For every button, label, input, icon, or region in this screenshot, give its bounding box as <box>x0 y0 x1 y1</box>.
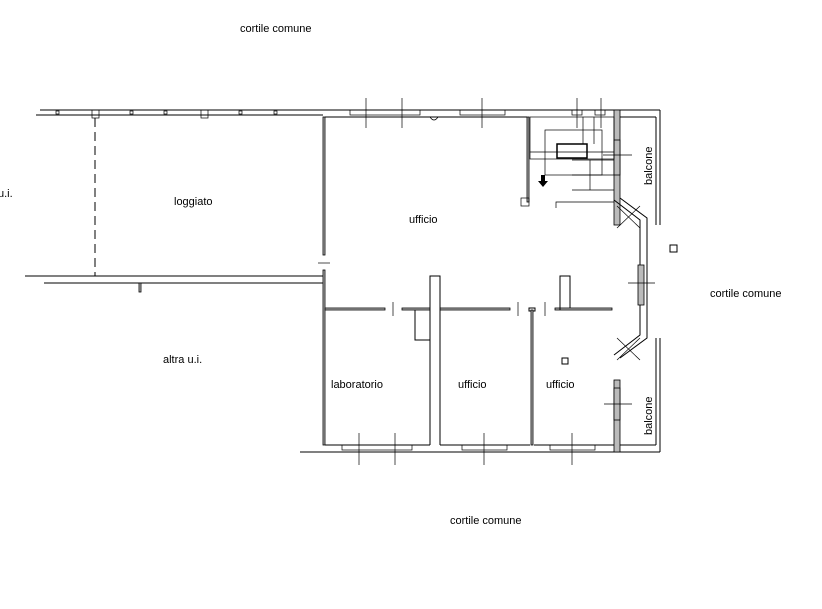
label-balcone-bottom: balcone <box>643 396 655 435</box>
label-loggiato: loggiato <box>174 196 213 208</box>
entrance-arrow-icon <box>538 175 548 187</box>
label-altra-ui: altra u.i. <box>163 354 202 366</box>
label-cortile-bottom: cortile comune <box>450 515 522 527</box>
label-ufficio-main: ufficio <box>409 214 438 226</box>
label-laboratorio: laboratorio <box>331 379 383 391</box>
label-ui-left: u.i. <box>0 188 13 200</box>
label-cortile-right: cortile comune <box>710 288 782 300</box>
label-ufficio-middle: ufficio <box>458 379 487 391</box>
label-cortile-top: cortile comune <box>240 23 312 35</box>
walls <box>25 98 678 465</box>
label-balcone-top: balcone <box>643 146 655 185</box>
label-ufficio-right: ufficio <box>546 379 575 391</box>
